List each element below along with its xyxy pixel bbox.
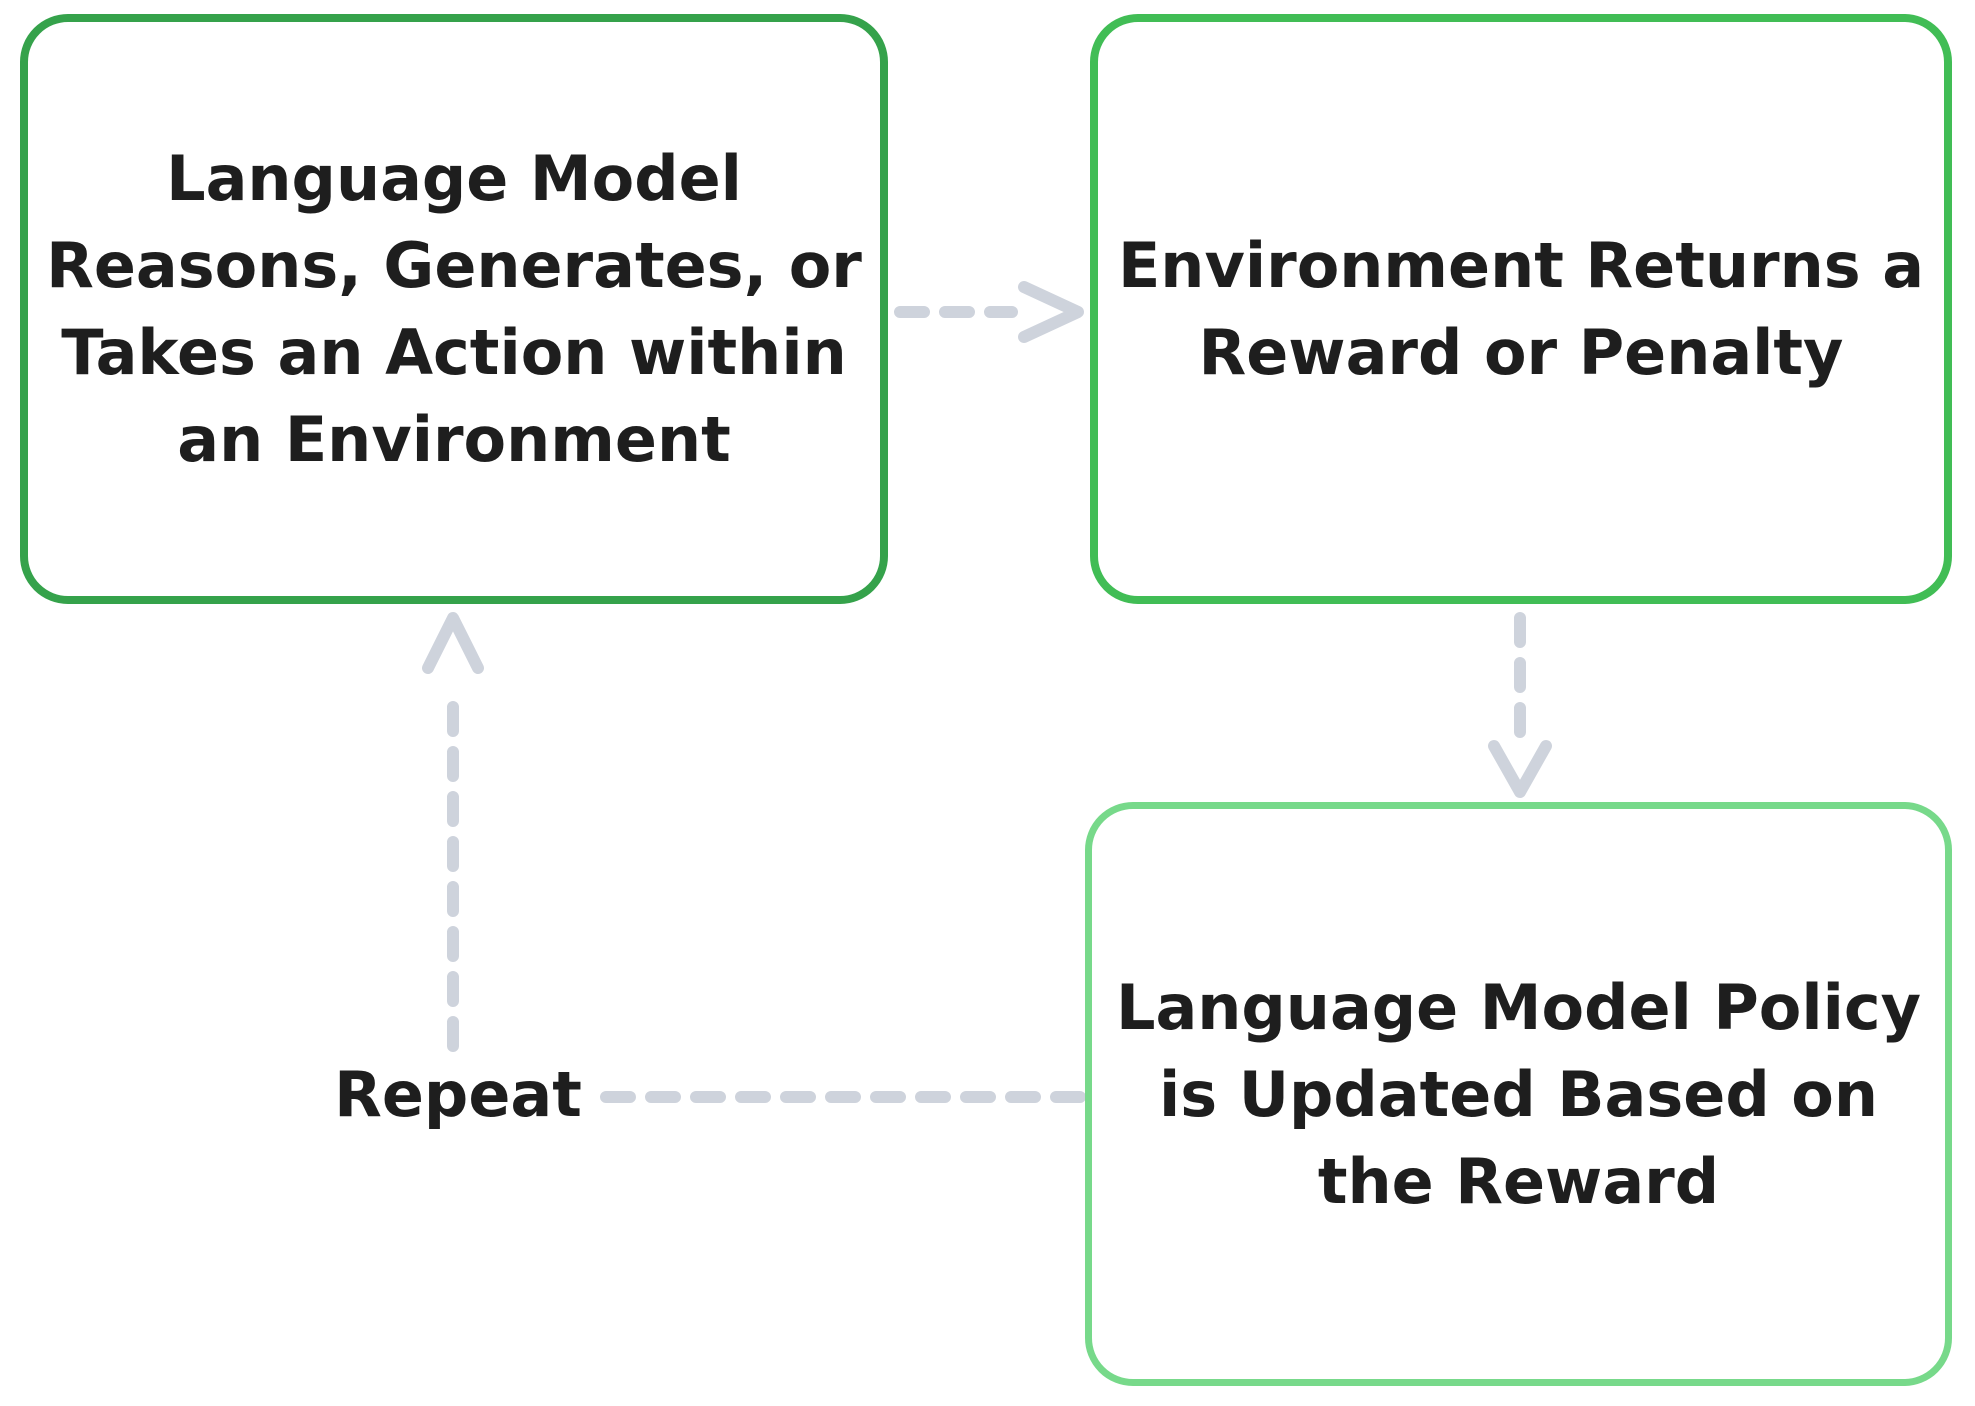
node-text-line: Language Model Policy (1115, 970, 1922, 1044)
node-policy-update: Language Model Policy is Updated Based o… (1085, 802, 1952, 1386)
arrow-reward-to-update (1488, 612, 1552, 798)
node-environment-reward: Environment Returns a Reward or Penalty (1090, 14, 1952, 604)
node-text-line: Reward or Penalty (1198, 316, 1844, 389)
node-text-line: Language Model (166, 142, 742, 215)
node-text-line: Takes an Action within (61, 316, 847, 389)
node-text-line: the Reward (1317, 1144, 1720, 1218)
node-text-line: is Updated Based on (1158, 1057, 1879, 1131)
arrow-repeat-to-action (422, 612, 484, 1052)
repeat-label: Repeat (334, 1058, 582, 1131)
node-text-line: Environment Returns a (1117, 229, 1925, 302)
node-text-line: Reasons, Generates, or (46, 229, 862, 302)
arrow-action-to-reward (894, 281, 1084, 343)
node-language-model-action: Language Model Reasons, Generates, or Ta… (20, 14, 888, 604)
node-text-line: an Environment (177, 403, 731, 476)
